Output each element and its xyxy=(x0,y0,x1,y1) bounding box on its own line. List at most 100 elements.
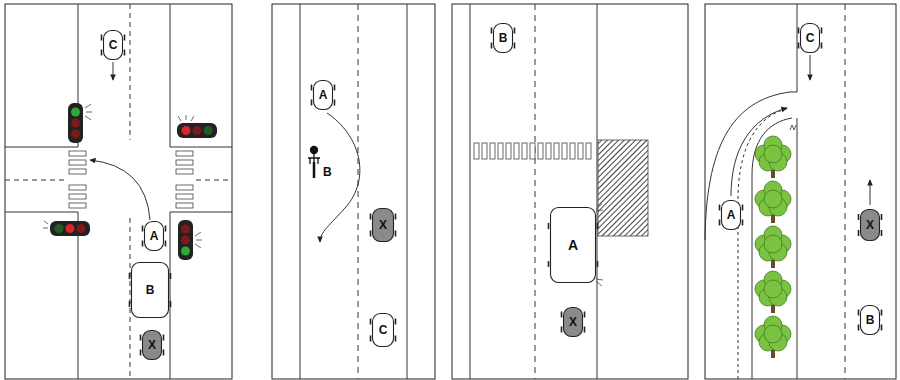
road-lines xyxy=(300,4,301,379)
traffic-light xyxy=(177,123,217,138)
traffic-light xyxy=(71,108,80,117)
car-wheel xyxy=(561,312,563,318)
bicycle-rider xyxy=(308,147,320,179)
tree-row xyxy=(755,136,791,178)
tree-row xyxy=(755,136,791,358)
traffic-light xyxy=(43,221,48,228)
traffic-light xyxy=(86,112,92,113)
crosswalk xyxy=(482,143,487,159)
bicycle-rider xyxy=(313,154,314,162)
traffic-light xyxy=(71,130,80,139)
intersection-roads xyxy=(170,212,171,379)
traffic-light xyxy=(186,115,187,120)
crosswalk xyxy=(69,151,193,208)
car-wheel xyxy=(170,273,172,279)
direction-arrow xyxy=(810,55,811,80)
car-body xyxy=(551,208,596,283)
road-lines xyxy=(597,4,598,379)
car-body xyxy=(145,222,164,251)
car-wheel xyxy=(165,226,167,232)
vehicle-letter: B xyxy=(866,314,875,326)
car-wheel xyxy=(124,50,126,56)
intersection-roads xyxy=(5,4,232,379)
turn-arrow xyxy=(90,160,150,220)
car-wheel xyxy=(140,350,142,356)
road-lines xyxy=(535,4,536,379)
overtaking-path xyxy=(320,113,360,242)
car-wheel xyxy=(370,214,372,220)
car-wheel xyxy=(101,50,103,56)
tree-row xyxy=(755,316,791,358)
crosswalk xyxy=(554,143,559,159)
vehicle: A xyxy=(144,221,164,251)
tree-row xyxy=(755,226,791,268)
car-wheel xyxy=(821,28,823,34)
car-wheel xyxy=(584,312,586,318)
direction-arrow xyxy=(810,55,870,205)
building-hatched xyxy=(598,140,648,236)
traffic-light xyxy=(43,228,48,229)
crosswalk xyxy=(498,143,503,159)
vehicle: C xyxy=(103,30,123,60)
vehicle: X xyxy=(563,307,583,337)
vehicle: A xyxy=(313,80,333,110)
crosswalk xyxy=(546,143,551,159)
traffic-light xyxy=(204,126,213,135)
car-wheel xyxy=(881,230,883,236)
car-body xyxy=(494,24,513,53)
vehicle-letter: B xyxy=(499,32,508,44)
crosswalk xyxy=(490,143,495,159)
vehicle-letter: X xyxy=(866,219,874,231)
crosswalk xyxy=(69,160,86,165)
bicycle-rider xyxy=(311,147,318,154)
intersection-roads xyxy=(130,4,131,140)
car-wheel xyxy=(881,325,883,331)
road-lines xyxy=(797,118,798,379)
intersection-roads xyxy=(170,147,232,148)
crosswalk xyxy=(176,169,193,174)
vehicle: A xyxy=(721,200,741,230)
car-body xyxy=(722,201,741,230)
intersection-roads xyxy=(170,4,171,147)
vehicle-letter: X xyxy=(379,219,387,231)
car-wheel xyxy=(395,214,397,220)
car-wheel xyxy=(584,327,586,333)
car-body xyxy=(314,81,333,110)
intersection-roads xyxy=(78,212,79,379)
vehicle: X xyxy=(372,208,394,242)
crosswalk xyxy=(522,143,527,159)
traffic-light xyxy=(50,221,90,236)
road-lines xyxy=(358,4,359,379)
traffic-light xyxy=(178,220,202,260)
indicator-rays xyxy=(596,279,603,280)
vehicle-letter: B xyxy=(323,166,332,178)
vehicle-letter: X xyxy=(148,339,156,351)
crosswalk xyxy=(570,143,575,159)
car-wheel xyxy=(170,301,172,307)
car-wheel xyxy=(311,100,313,106)
crosswalk xyxy=(530,143,535,159)
car-wheel xyxy=(491,43,493,49)
traffic-light xyxy=(195,232,201,236)
panel-frames xyxy=(5,4,232,379)
car-wheel xyxy=(370,319,372,325)
crosswalk xyxy=(69,194,86,199)
panel-frames xyxy=(452,4,688,379)
road-lines xyxy=(752,118,792,379)
car-wheel xyxy=(742,220,744,226)
car-wheel xyxy=(881,310,883,316)
car-wheel xyxy=(140,335,142,341)
tree-row xyxy=(764,325,782,343)
car-body xyxy=(861,210,880,241)
traffic-light xyxy=(178,220,193,260)
traffic-light xyxy=(68,103,92,143)
car-wheel xyxy=(142,226,144,232)
road-lines xyxy=(705,92,797,240)
vehicle: A xyxy=(550,207,596,283)
intersection-roads xyxy=(5,147,78,148)
road-lines xyxy=(407,4,408,379)
traffic-light xyxy=(55,224,64,233)
car-wheel xyxy=(370,231,372,237)
